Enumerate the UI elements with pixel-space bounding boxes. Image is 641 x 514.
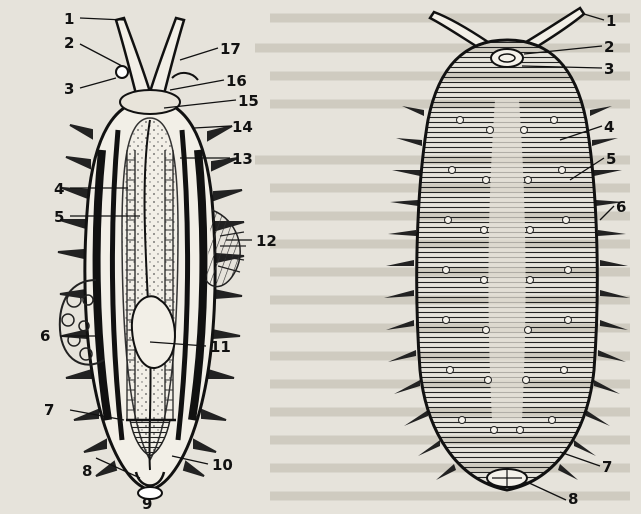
left-label-8: 8: [82, 462, 92, 480]
right-label-2: 2: [604, 38, 614, 56]
right-label-3: 3: [604, 60, 614, 78]
left-label-3: 3: [64, 80, 74, 98]
left-label-12: 12: [256, 232, 277, 250]
left-label-10: 10: [212, 456, 233, 474]
right-label-6: 6: [616, 198, 626, 216]
left-label-15: 15: [238, 92, 259, 110]
left-label-4: 4: [54, 180, 64, 198]
left-label-14: 14: [232, 118, 253, 136]
left-label-16: 16: [226, 72, 247, 90]
right-label-4: 4: [604, 118, 614, 136]
left-label-11: 11: [210, 338, 231, 356]
left-label-2: 2: [64, 34, 74, 52]
right-label-1: 1: [606, 12, 616, 30]
right-label-8: 8: [568, 490, 578, 508]
right-label-7: 7: [602, 458, 612, 476]
left-label-6: 6: [40, 327, 50, 345]
left-dissection-drawing: [58, 18, 246, 499]
left-label-17: 17: [220, 40, 241, 58]
right-label-5: 5: [606, 150, 616, 168]
left-label-7: 7: [44, 401, 54, 419]
left-label-9: 9: [142, 495, 152, 510]
left-label-1: 1: [64, 10, 74, 28]
left-label-5: 5: [54, 208, 64, 226]
left-label-13: 13: [232, 150, 253, 168]
